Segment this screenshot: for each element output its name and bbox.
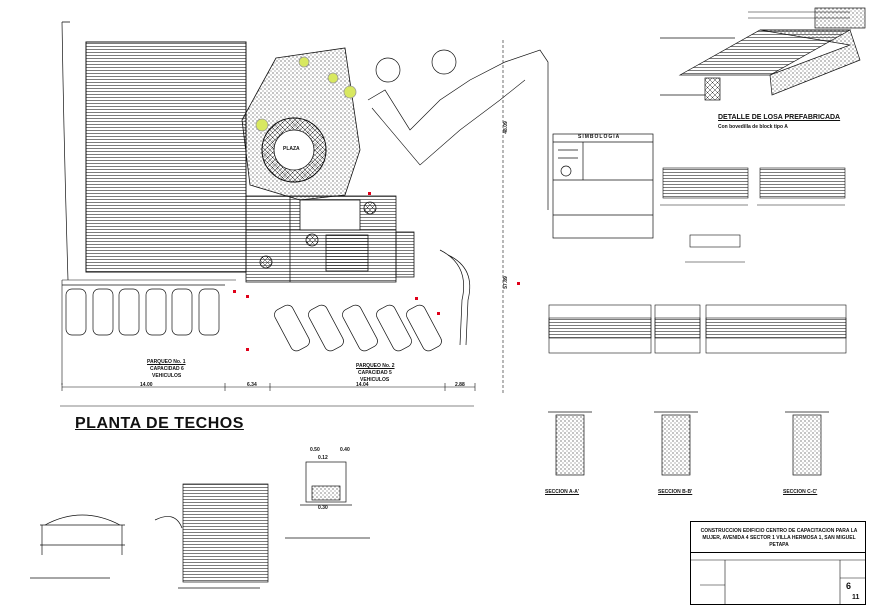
column-sections	[548, 411, 829, 476]
title-block: CONSTRUCCION EDIFICIO CENTRO DE CAPACITA…	[690, 521, 866, 605]
bottom-details	[30, 461, 370, 589]
parking-1-vehicles: VEHICULOS	[152, 373, 182, 379]
tree-symbols	[255, 49, 457, 132]
slab-section-details	[660, 167, 846, 263]
detail-prefab-slab	[660, 7, 866, 101]
dim-label: 14.04	[356, 382, 369, 388]
section-dim: 0.40	[340, 447, 350, 453]
section-dim: 0.12	[318, 455, 328, 461]
dim-label: 14.00	[140, 382, 153, 388]
section-title-c: SECCION C-C'	[783, 489, 818, 495]
beam-elevation	[548, 304, 847, 354]
parking-1-cars	[62, 284, 225, 336]
dimension-lines	[61, 40, 504, 395]
parking-2-cars	[274, 304, 442, 352]
section-title-a: SECCION A-A'	[545, 489, 580, 495]
section-dim: 0.50	[310, 447, 320, 453]
vertical-dim-label: 48.09	[502, 121, 509, 134]
property-boundary	[367, 49, 549, 210]
main-roof-hatched	[85, 41, 247, 273]
plaza-label: PLAZA	[283, 146, 300, 152]
title-block-header: CONSTRUCCION EDIFICIO CENTRO DE CAPACITA…	[691, 522, 865, 553]
legend-box	[552, 133, 654, 239]
dim-label: 6.34	[247, 382, 257, 388]
section-title-b: SECCION B-B'	[658, 489, 693, 495]
project-title: CONSTRUCCION EDIFICIO CENTRO DE CAPACITA…	[700, 528, 858, 548]
sheet-number: 6	[846, 581, 852, 591]
parking-2-vehicles: VEHICULOS	[360, 377, 390, 383]
legend-title: SIMBOLOGIA	[578, 134, 621, 140]
sheet-title: PLANTA DE TECHOS	[75, 415, 244, 432]
dim-label: 2.88	[455, 382, 465, 388]
secondary-roof-hatched	[182, 483, 269, 583]
title-block-grid	[690, 559, 866, 605]
parking-1-capacity: CAPACIDAD 6	[150, 366, 184, 372]
red-markers	[233, 192, 520, 351]
parking-1-title: PARQUEO No. 1	[147, 359, 186, 365]
vertical-dim-label: 57.89	[502, 276, 509, 289]
detail-subtitle: Con bovedilla de block tipo A	[718, 124, 788, 130]
parking-2-title: PARQUEO No. 2	[356, 363, 395, 369]
building-floorplan	[245, 195, 415, 283]
total-sheets: 11	[852, 594, 860, 601]
section-dim: 0.30	[318, 505, 328, 511]
site-plan	[60, 21, 549, 407]
detail-title: DETALLE DE LOSA PREFABRICADA	[718, 114, 841, 121]
parking-2-capacity: CAPACIDAD 5	[358, 370, 392, 376]
